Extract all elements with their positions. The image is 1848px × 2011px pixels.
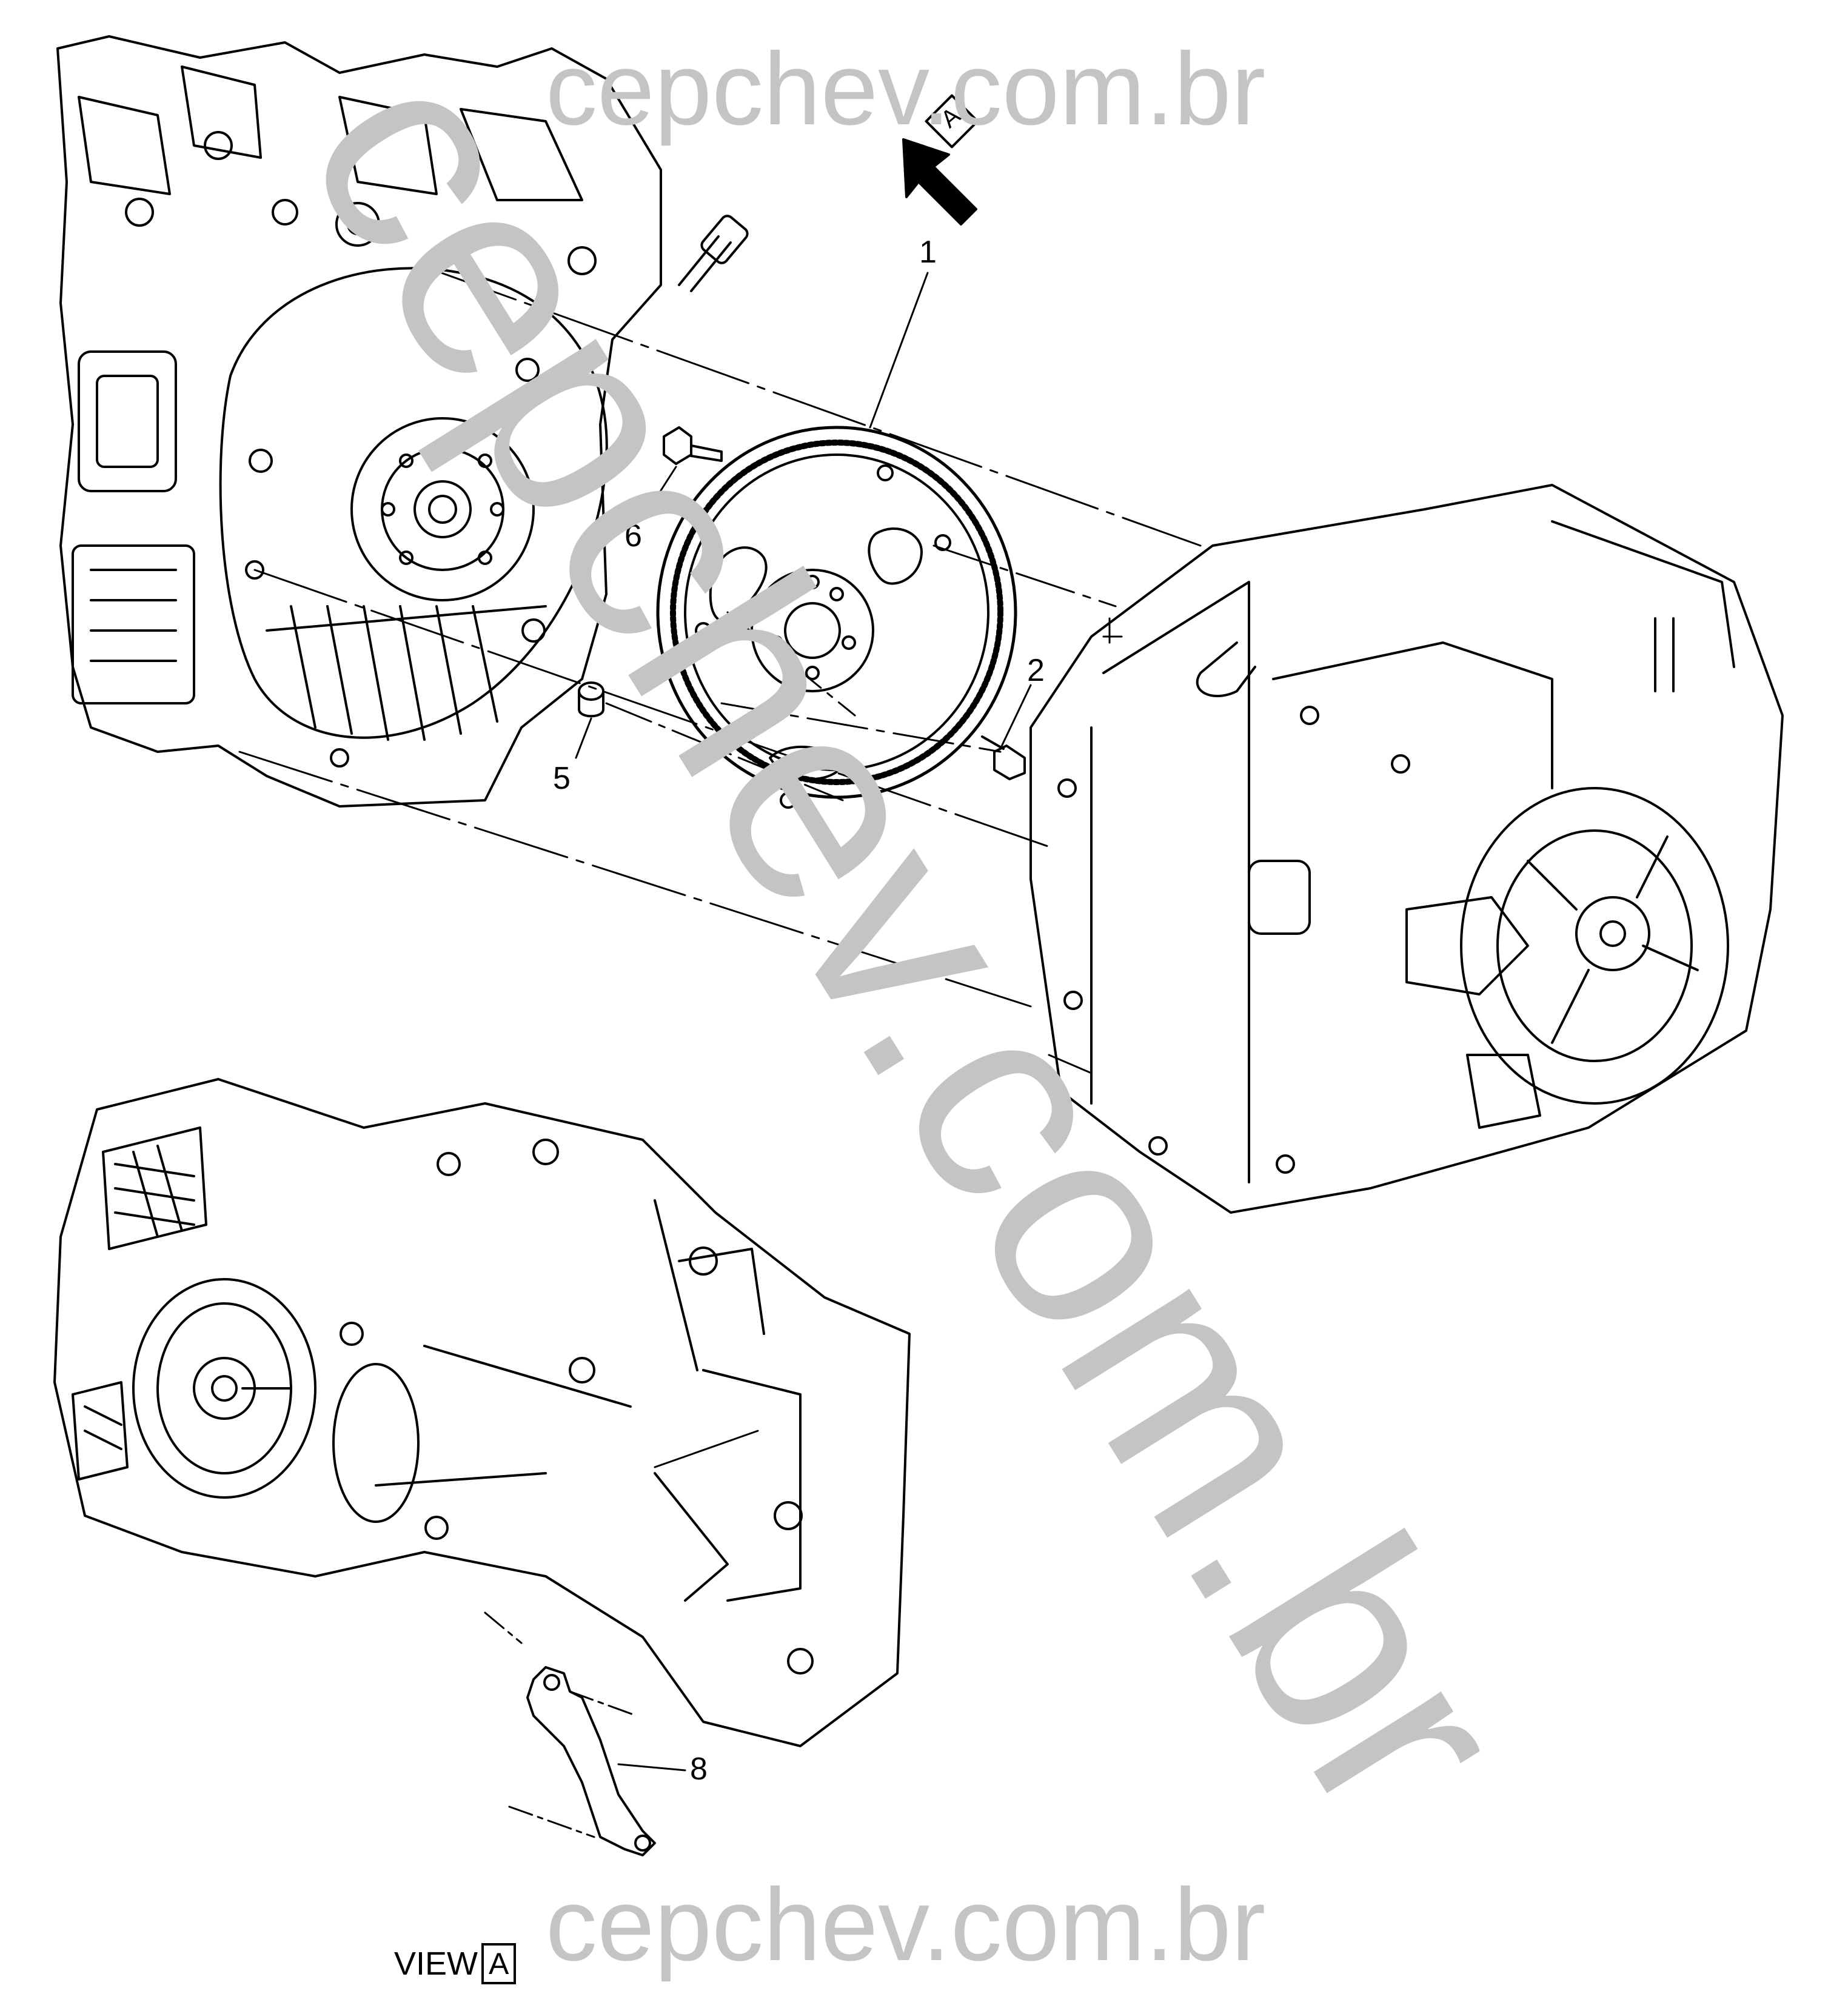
watermark-top: cepchev.com.br (546, 32, 1266, 147)
dipstick-tube (678, 215, 749, 292)
callout-2: 2 (1027, 653, 1045, 688)
lower-engine-view (53, 1078, 911, 1747)
callout-leaders (575, 272, 1032, 1772)
engine-block (56, 35, 662, 808)
phantom-lines (238, 266, 1202, 1838)
watermark-bottom: cepchev.com.br (546, 1867, 1266, 1983)
transmission-assembly (1029, 484, 1784, 1214)
view-label-letter: A (481, 1943, 517, 1984)
crankshaft-bolt (663, 426, 723, 465)
callout-6: 6 (624, 518, 642, 554)
callout-5: 5 (553, 761, 571, 796)
view-label-text: VIEW (394, 1946, 478, 1982)
view-label: VIEW A (394, 1943, 517, 1984)
view-direction-arrow (902, 94, 979, 226)
bracket (526, 1666, 656, 1856)
callout-8: 8 (690, 1752, 708, 1787)
spacer-bushing (578, 681, 604, 718)
engine-bellhousing (219, 267, 608, 768)
flexplate-bolt (981, 735, 1026, 780)
callout-1: 1 (919, 235, 937, 270)
